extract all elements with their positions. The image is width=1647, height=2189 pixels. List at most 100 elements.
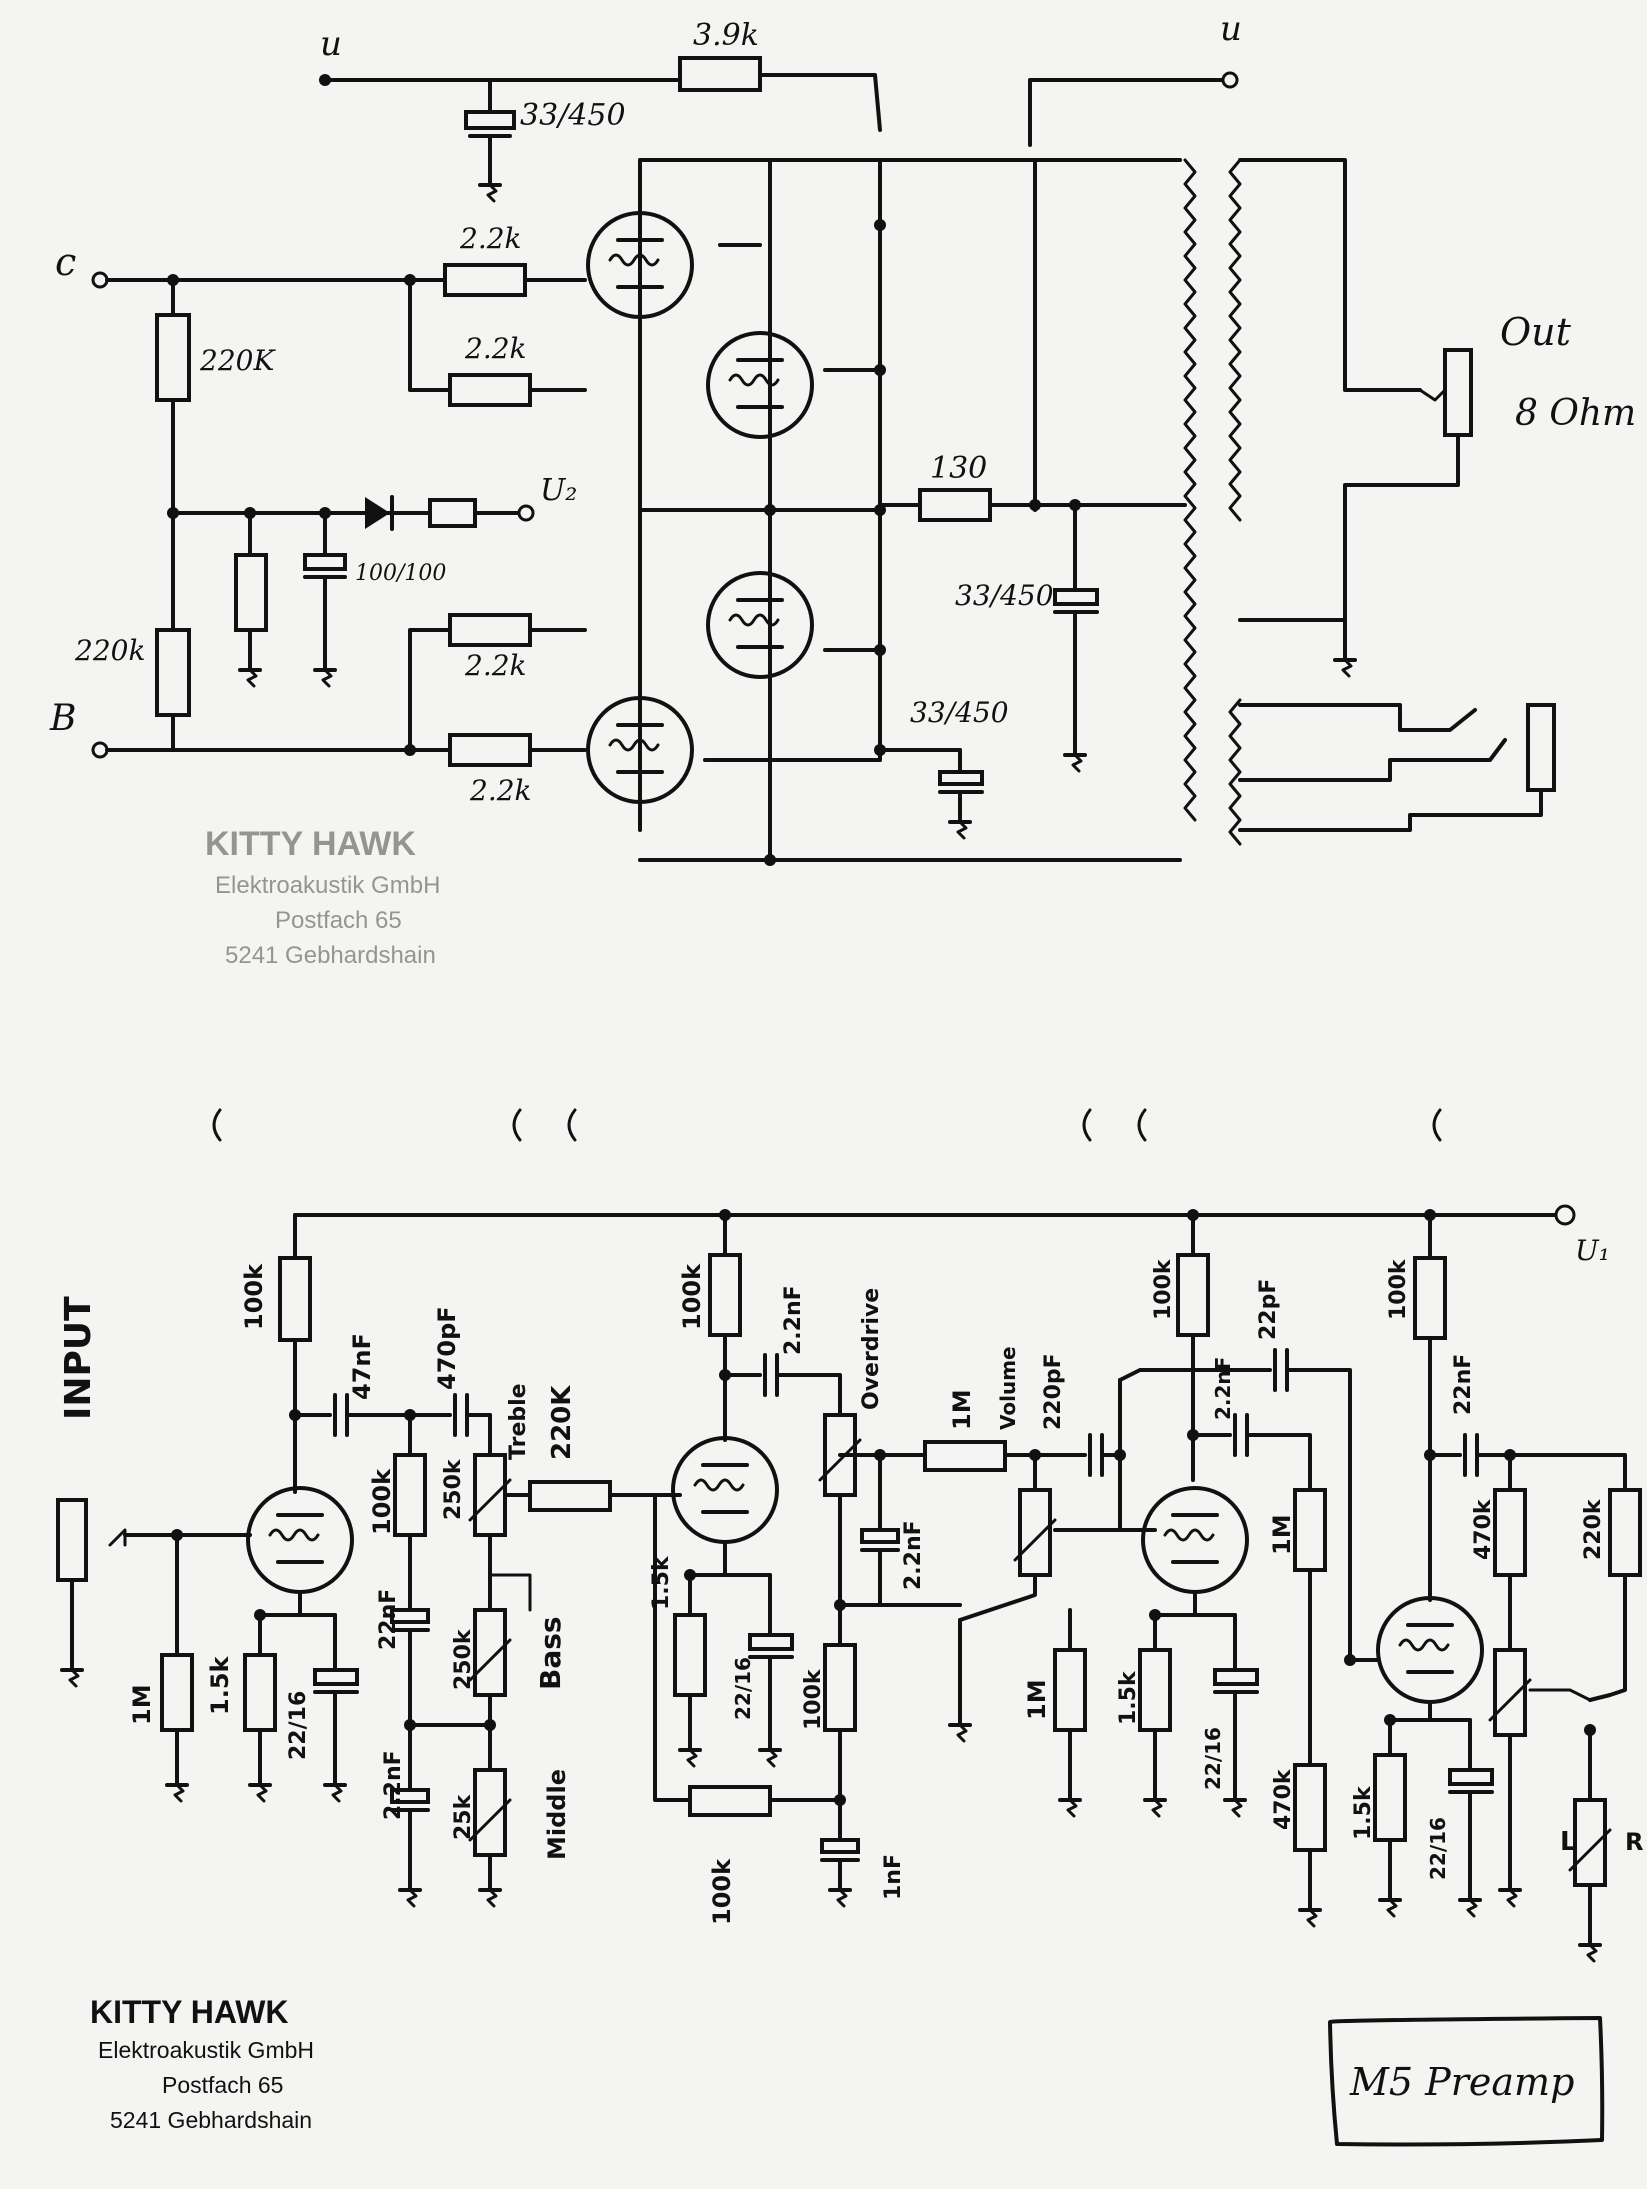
resistor-100k-v3	[1176, 1253, 1210, 1337]
resistor-100k-v4	[1413, 1256, 1447, 1340]
label-r-1m-b: 1M	[948, 1389, 976, 1430]
stamp-line3: 5241 Gebhardshain	[110, 2107, 312, 2133]
label-r: R	[1625, 1828, 1643, 1856]
resistor-470k-b	[1493, 1488, 1527, 1577]
speaker-output	[1443, 348, 1473, 437]
label-r-100k-e: 100k	[708, 1858, 736, 1925]
label-r-220k-b: 220k	[1581, 1498, 1606, 1560]
power-tube-3	[706, 571, 814, 679]
preamp-tube-v4	[1376, 1596, 1484, 1704]
label-pot-250k-a: 250k	[441, 1458, 466, 1520]
label-c-22-16-c: 22/16	[1201, 1727, 1225, 1790]
stamp-line2: Postfach 65	[162, 2072, 283, 2098]
label-input-b: B	[49, 698, 76, 739]
cap-22-16-v1	[313, 1668, 359, 1686]
resistor-1-5k-v2	[673, 1613, 707, 1697]
resistor-1-5k-v3	[1138, 1648, 1172, 1732]
label-r-100k-d: 100k	[801, 1668, 826, 1730]
cap-22-16-v3	[1213, 1668, 1259, 1686]
preamp-tube-v2	[671, 1436, 779, 1544]
pot-output-level	[1493, 1648, 1527, 1737]
label-supply-u: u	[320, 24, 342, 64]
label-overdrive: Overdrive	[859, 1288, 884, 1410]
preamp-tube-v3	[1141, 1486, 1249, 1594]
cap-1n	[820, 1838, 860, 1854]
u2-terminal	[517, 504, 535, 522]
label-pot-250k-b: 250k	[451, 1628, 476, 1690]
cap-100-100	[303, 553, 347, 571]
label-c-2-2n-b: 2.2nF	[381, 1750, 406, 1820]
label-volume: Volume	[996, 1346, 1020, 1430]
label-r-1-5k-b: 1.5k	[649, 1555, 674, 1610]
label-r-1-5k-a: 1.5k	[206, 1655, 234, 1715]
resistor-1-5k-v1	[243, 1653, 277, 1732]
label-treble: Treble	[506, 1383, 531, 1460]
label-bass: Bass	[534, 1616, 567, 1690]
label-8-ohm: 8 Ohm	[1515, 393, 1636, 434]
resistor-bias-ground	[234, 553, 268, 632]
resistor-1m-v3-grid	[1053, 1648, 1087, 1732]
stamp-kitty-hawk: KITTY HAWK Elektroakustik GmbH Postfach …	[90, 1994, 314, 2133]
label-r-100k-c: 100k	[678, 1263, 706, 1330]
label-r-3-9k: 3.9k	[693, 18, 759, 53]
label-pot-25k: 25k	[451, 1793, 476, 1840]
stamp-company: KITTY HAWK	[90, 1994, 289, 2030]
label-c-1n: 1nF	[881, 1854, 906, 1900]
output-jack	[1526, 703, 1556, 792]
punch-marks	[212, 1108, 1442, 1142]
label-r-470k-a: 470k	[1271, 1768, 1296, 1830]
label-u1: U₁	[1575, 1234, 1610, 1267]
label-c-2-2n-b-v2: 2.2nF	[901, 1520, 926, 1590]
pot-lr-output	[1573, 1798, 1607, 1887]
input-b-terminal	[91, 741, 109, 759]
resistor-1m-input	[160, 1653, 194, 1732]
resistor-220k-upper	[155, 313, 191, 402]
cap-33-450-low	[938, 770, 984, 786]
stamp-faded-company: KITTY HAWK	[205, 825, 416, 863]
label-input-c: c	[55, 240, 76, 284]
preamp-tube-v1	[246, 1486, 354, 1594]
resistor-2-2k-g1	[443, 263, 527, 297]
label-r-220k-a: 220K	[547, 1385, 577, 1460]
resistor-220k-treble	[528, 1480, 612, 1512]
pot-volume	[1018, 1488, 1052, 1577]
label-c-33-450-top: 33/450	[520, 98, 626, 133]
label-c-33-450-low: 33/450	[910, 696, 1009, 729]
stamp-line1: Elektroakustik GmbH	[98, 2037, 314, 2063]
pot-middle-25k	[473, 1768, 507, 1857]
label-c-47n: 47nF	[348, 1333, 376, 1400]
label-c-2-2n-c: 2.2nF	[1211, 1357, 1235, 1420]
input-c-terminal	[91, 271, 109, 289]
resistor-100k-v1	[278, 1256, 312, 1342]
resistor-100k-v2	[708, 1253, 742, 1337]
resistor-220k-out	[1608, 1488, 1642, 1577]
stamp-faded-line1: Elektroakustik GmbH	[215, 872, 440, 899]
resistor-100k-fb	[688, 1785, 772, 1817]
label-c-100-100: 100/100	[355, 561, 446, 586]
cap-22n-tone	[390, 1608, 430, 1624]
title-m5-preamp: M5 Preamp	[1349, 2060, 1574, 2104]
label-c-22-16-d: 22/16	[1426, 1817, 1450, 1880]
resistor-3-9k	[678, 56, 762, 92]
resistor-bias	[428, 498, 477, 528]
resistor-1-5k-v4	[1373, 1753, 1407, 1842]
label-r-100k-f: 100k	[1151, 1258, 1176, 1320]
stamp-faded-line3: 5241 Gebhardshain	[225, 942, 436, 969]
label-r-2-2k-2: 2.2k	[464, 332, 527, 365]
label-r-2-2k-3: 2.2k	[464, 649, 527, 682]
label-r-2-2k-4: 2.2k	[469, 774, 532, 807]
label-c-22p: 22pF	[1256, 1279, 1281, 1340]
label-r-470k-b: 470k	[1471, 1498, 1496, 1560]
label-out: Out	[1500, 310, 1572, 354]
power-tube-2	[706, 331, 814, 439]
label-c-22-16-a: 22/16	[286, 1691, 311, 1760]
label-input: INPUT	[58, 1296, 99, 1420]
label-l: L	[1560, 1827, 1577, 1857]
label-c-22-16-b: 22/16	[731, 1657, 755, 1720]
supply-u-right-terminal	[1221, 71, 1239, 89]
u1-terminal	[1554, 1204, 1576, 1226]
label-r-220k-upper: 220K	[199, 344, 276, 377]
label-r1-100k: 100k	[240, 1263, 268, 1330]
output-transformer	[1183, 158, 1242, 846]
